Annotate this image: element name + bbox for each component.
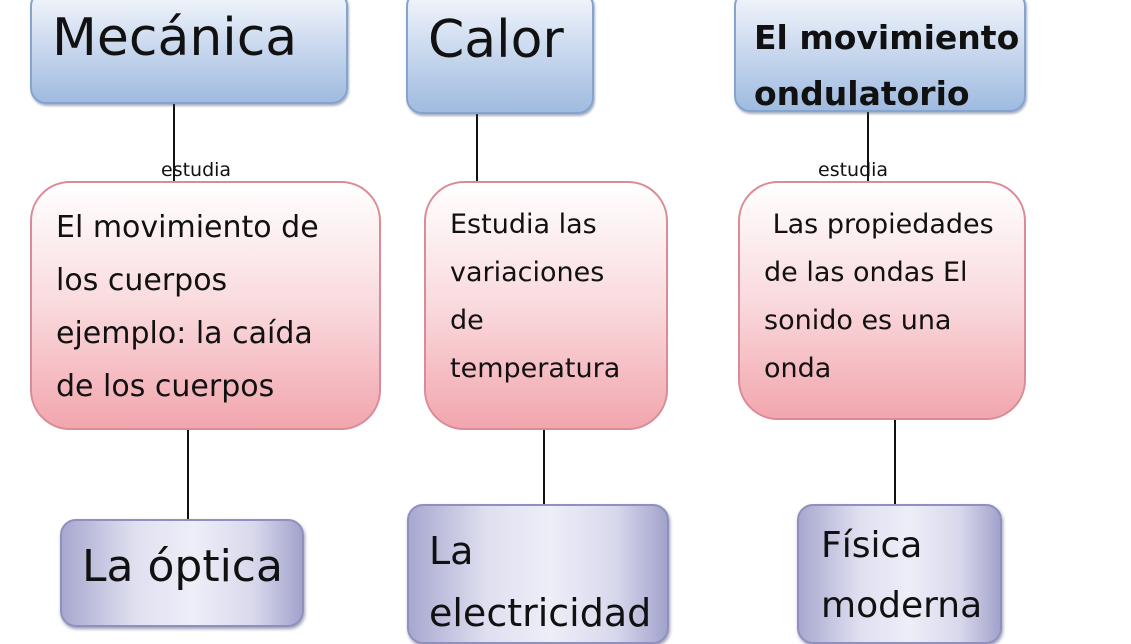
node-propiedades-ondas-label: Las propiedades de las ondas El sonido e… xyxy=(764,209,994,384)
node-electricidad-label: La electricidad xyxy=(429,529,652,635)
connector-mecanica-bottom xyxy=(187,430,189,520)
node-calor: Calor xyxy=(406,0,594,114)
node-movimiento-ondulatorio-label: El movimiento ondulatorio xyxy=(754,18,1020,113)
connector-calor-top xyxy=(476,112,478,182)
node-variaciones-temperatura: Estudia las variaciones de temperatura xyxy=(424,181,668,430)
node-propiedades-ondas: Las propiedades de las ondas El sonido e… xyxy=(738,181,1026,420)
node-fisica-moderna: Física moderna xyxy=(797,504,1002,644)
connector-calor-bottom xyxy=(543,430,545,504)
connector-mecanica-top xyxy=(173,102,175,182)
connector-ondulatorio-bottom xyxy=(894,420,896,504)
node-movimiento-cuerpos: El movimiento de los cuerpos ejemplo: la… xyxy=(30,181,381,430)
node-mecanica-label: Mecánica xyxy=(52,8,298,68)
node-electricidad: La electricidad xyxy=(407,504,669,644)
node-mecanica: Mecánica xyxy=(30,0,348,104)
node-movimiento-ondulatorio: El movimiento ondulatorio xyxy=(734,0,1026,113)
connector-ondulatorio-top xyxy=(867,104,869,182)
connector-label-estudia-1: estudia xyxy=(161,159,232,181)
node-variaciones-temperatura-label: Estudia las variaciones de temperatura xyxy=(450,209,621,384)
node-optica-label: La óptica xyxy=(82,541,283,592)
node-calor-label: Calor xyxy=(428,10,564,70)
node-fisica-moderna-label: Física moderna xyxy=(821,525,983,626)
node-movimiento-cuerpos-label: El movimiento de los cuerpos ejemplo: la… xyxy=(56,210,319,404)
connector-label-estudia-2: estudia xyxy=(818,159,889,181)
node-optica: La óptica xyxy=(60,519,304,627)
